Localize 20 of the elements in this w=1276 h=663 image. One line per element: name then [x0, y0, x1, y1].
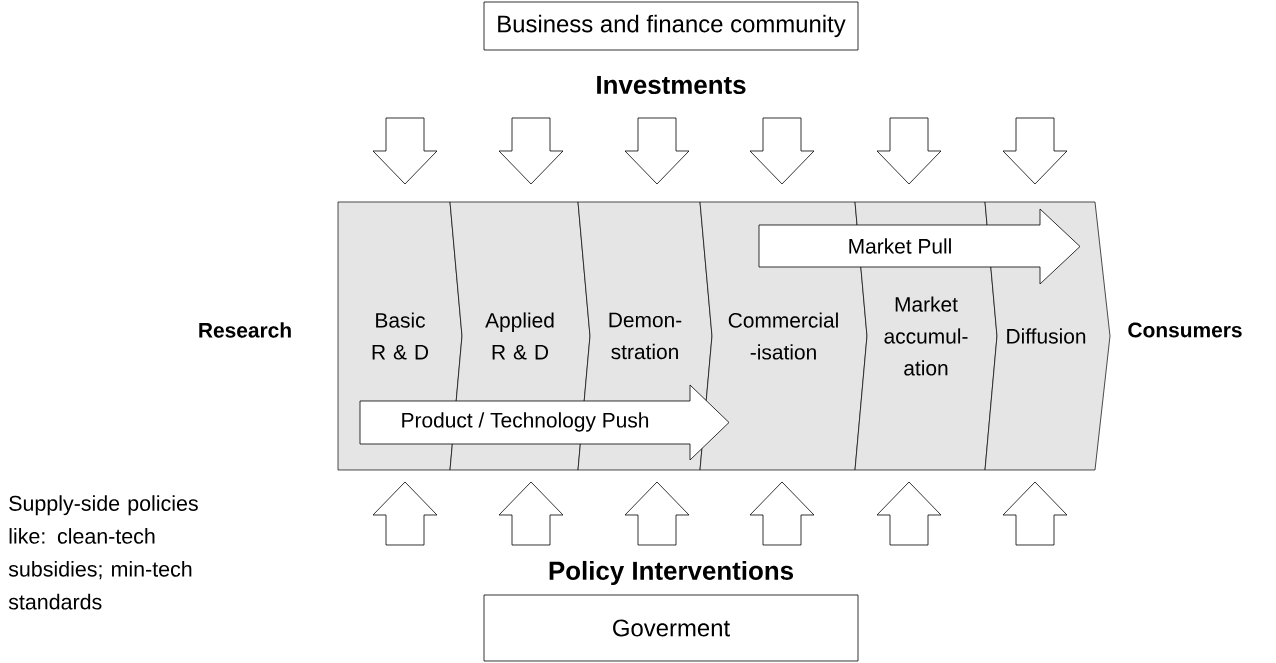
note: Supply-side policies like: clean-tech subsidies; min-tech standards: [8, 495, 198, 610]
side-label: Consumers: [1128, 322, 1242, 338]
block-arrow: [749, 481, 815, 546]
pointed-banner: Product / Technology Push: [359, 384, 730, 461]
rectangle-box: Goverment: [483, 594, 859, 662]
block-arrow: [498, 117, 564, 185]
block-arrow: [1002, 481, 1068, 546]
block-arrow: [372, 481, 438, 546]
block-arrow: [749, 117, 815, 185]
block-arrow: [876, 117, 942, 185]
rectangle-box: Business and finance community: [483, 1, 859, 51]
block-arrow: [1002, 117, 1068, 185]
block-arrow: [876, 481, 942, 546]
side-label: Research: [199, 322, 291, 338]
block-arrow: [498, 481, 564, 546]
pointed-banner: Market Pull: [758, 208, 1081, 285]
block-arrow: [372, 117, 438, 185]
block-arrow: [624, 117, 690, 185]
block-arrow: [624, 481, 690, 546]
heading: Investments: [597, 75, 746, 95]
